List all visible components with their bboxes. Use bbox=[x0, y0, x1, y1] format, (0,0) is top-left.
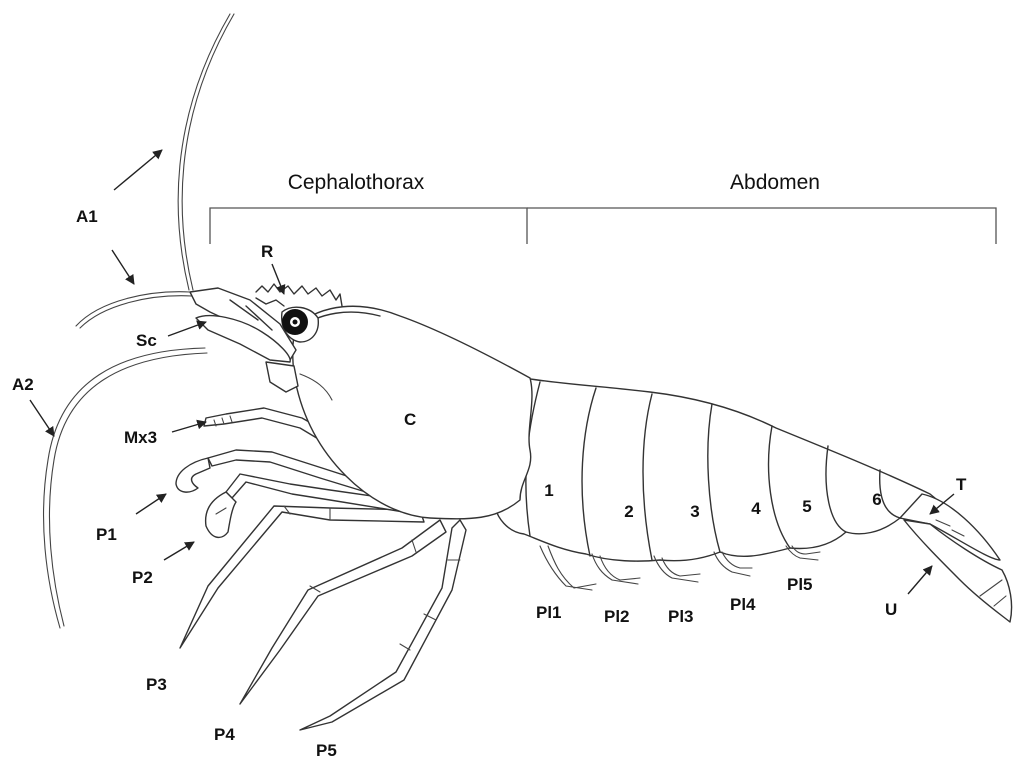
label-p2: P2 bbox=[132, 568, 153, 587]
cephalothorax-bracket bbox=[210, 208, 527, 244]
label-pl2: Pl2 bbox=[604, 607, 630, 626]
label-mx3: Mx3 bbox=[124, 428, 157, 447]
label-a1: A1 bbox=[76, 207, 98, 226]
label-p5: P5 bbox=[316, 741, 337, 760]
region-brackets bbox=[210, 208, 996, 244]
arrow-u bbox=[908, 566, 932, 594]
arrow-sc bbox=[168, 322, 206, 336]
label-p3: P3 bbox=[146, 675, 167, 694]
label-pl1: Pl1 bbox=[536, 603, 562, 622]
label-c: C bbox=[404, 410, 416, 429]
label-u: U bbox=[885, 600, 897, 619]
segment-2: 2 bbox=[624, 502, 633, 521]
abdomen-bracket bbox=[527, 208, 996, 244]
arrow-a1-upper bbox=[114, 150, 162, 190]
arrow-p1 bbox=[136, 494, 166, 514]
arrow-mx3 bbox=[172, 422, 206, 432]
segment-6: 6 bbox=[872, 490, 881, 509]
label-p4: P4 bbox=[214, 725, 235, 744]
cephalothorax-title: Cephalothorax bbox=[288, 171, 425, 194]
segment-1: 1 bbox=[544, 481, 553, 500]
arrow-p2 bbox=[164, 542, 194, 560]
label-pl3: Pl3 bbox=[668, 607, 694, 626]
label-p1: P1 bbox=[96, 525, 117, 544]
segment-5: 5 bbox=[802, 497, 811, 516]
label-t: T bbox=[956, 475, 967, 494]
segment-4: 4 bbox=[751, 499, 761, 518]
label-pl4: Pl4 bbox=[730, 595, 756, 614]
label-pl5: Pl5 bbox=[787, 575, 813, 594]
label-a2: A2 bbox=[12, 375, 34, 394]
label-sc: Sc bbox=[136, 331, 157, 350]
abdomen-title: Abdomen bbox=[730, 171, 820, 194]
arrow-a1-lower bbox=[112, 250, 134, 284]
segment-3: 3 bbox=[690, 502, 699, 521]
label-r: R bbox=[261, 242, 273, 261]
antennules-a1 bbox=[76, 14, 234, 328]
arrow-a2 bbox=[30, 400, 54, 436]
